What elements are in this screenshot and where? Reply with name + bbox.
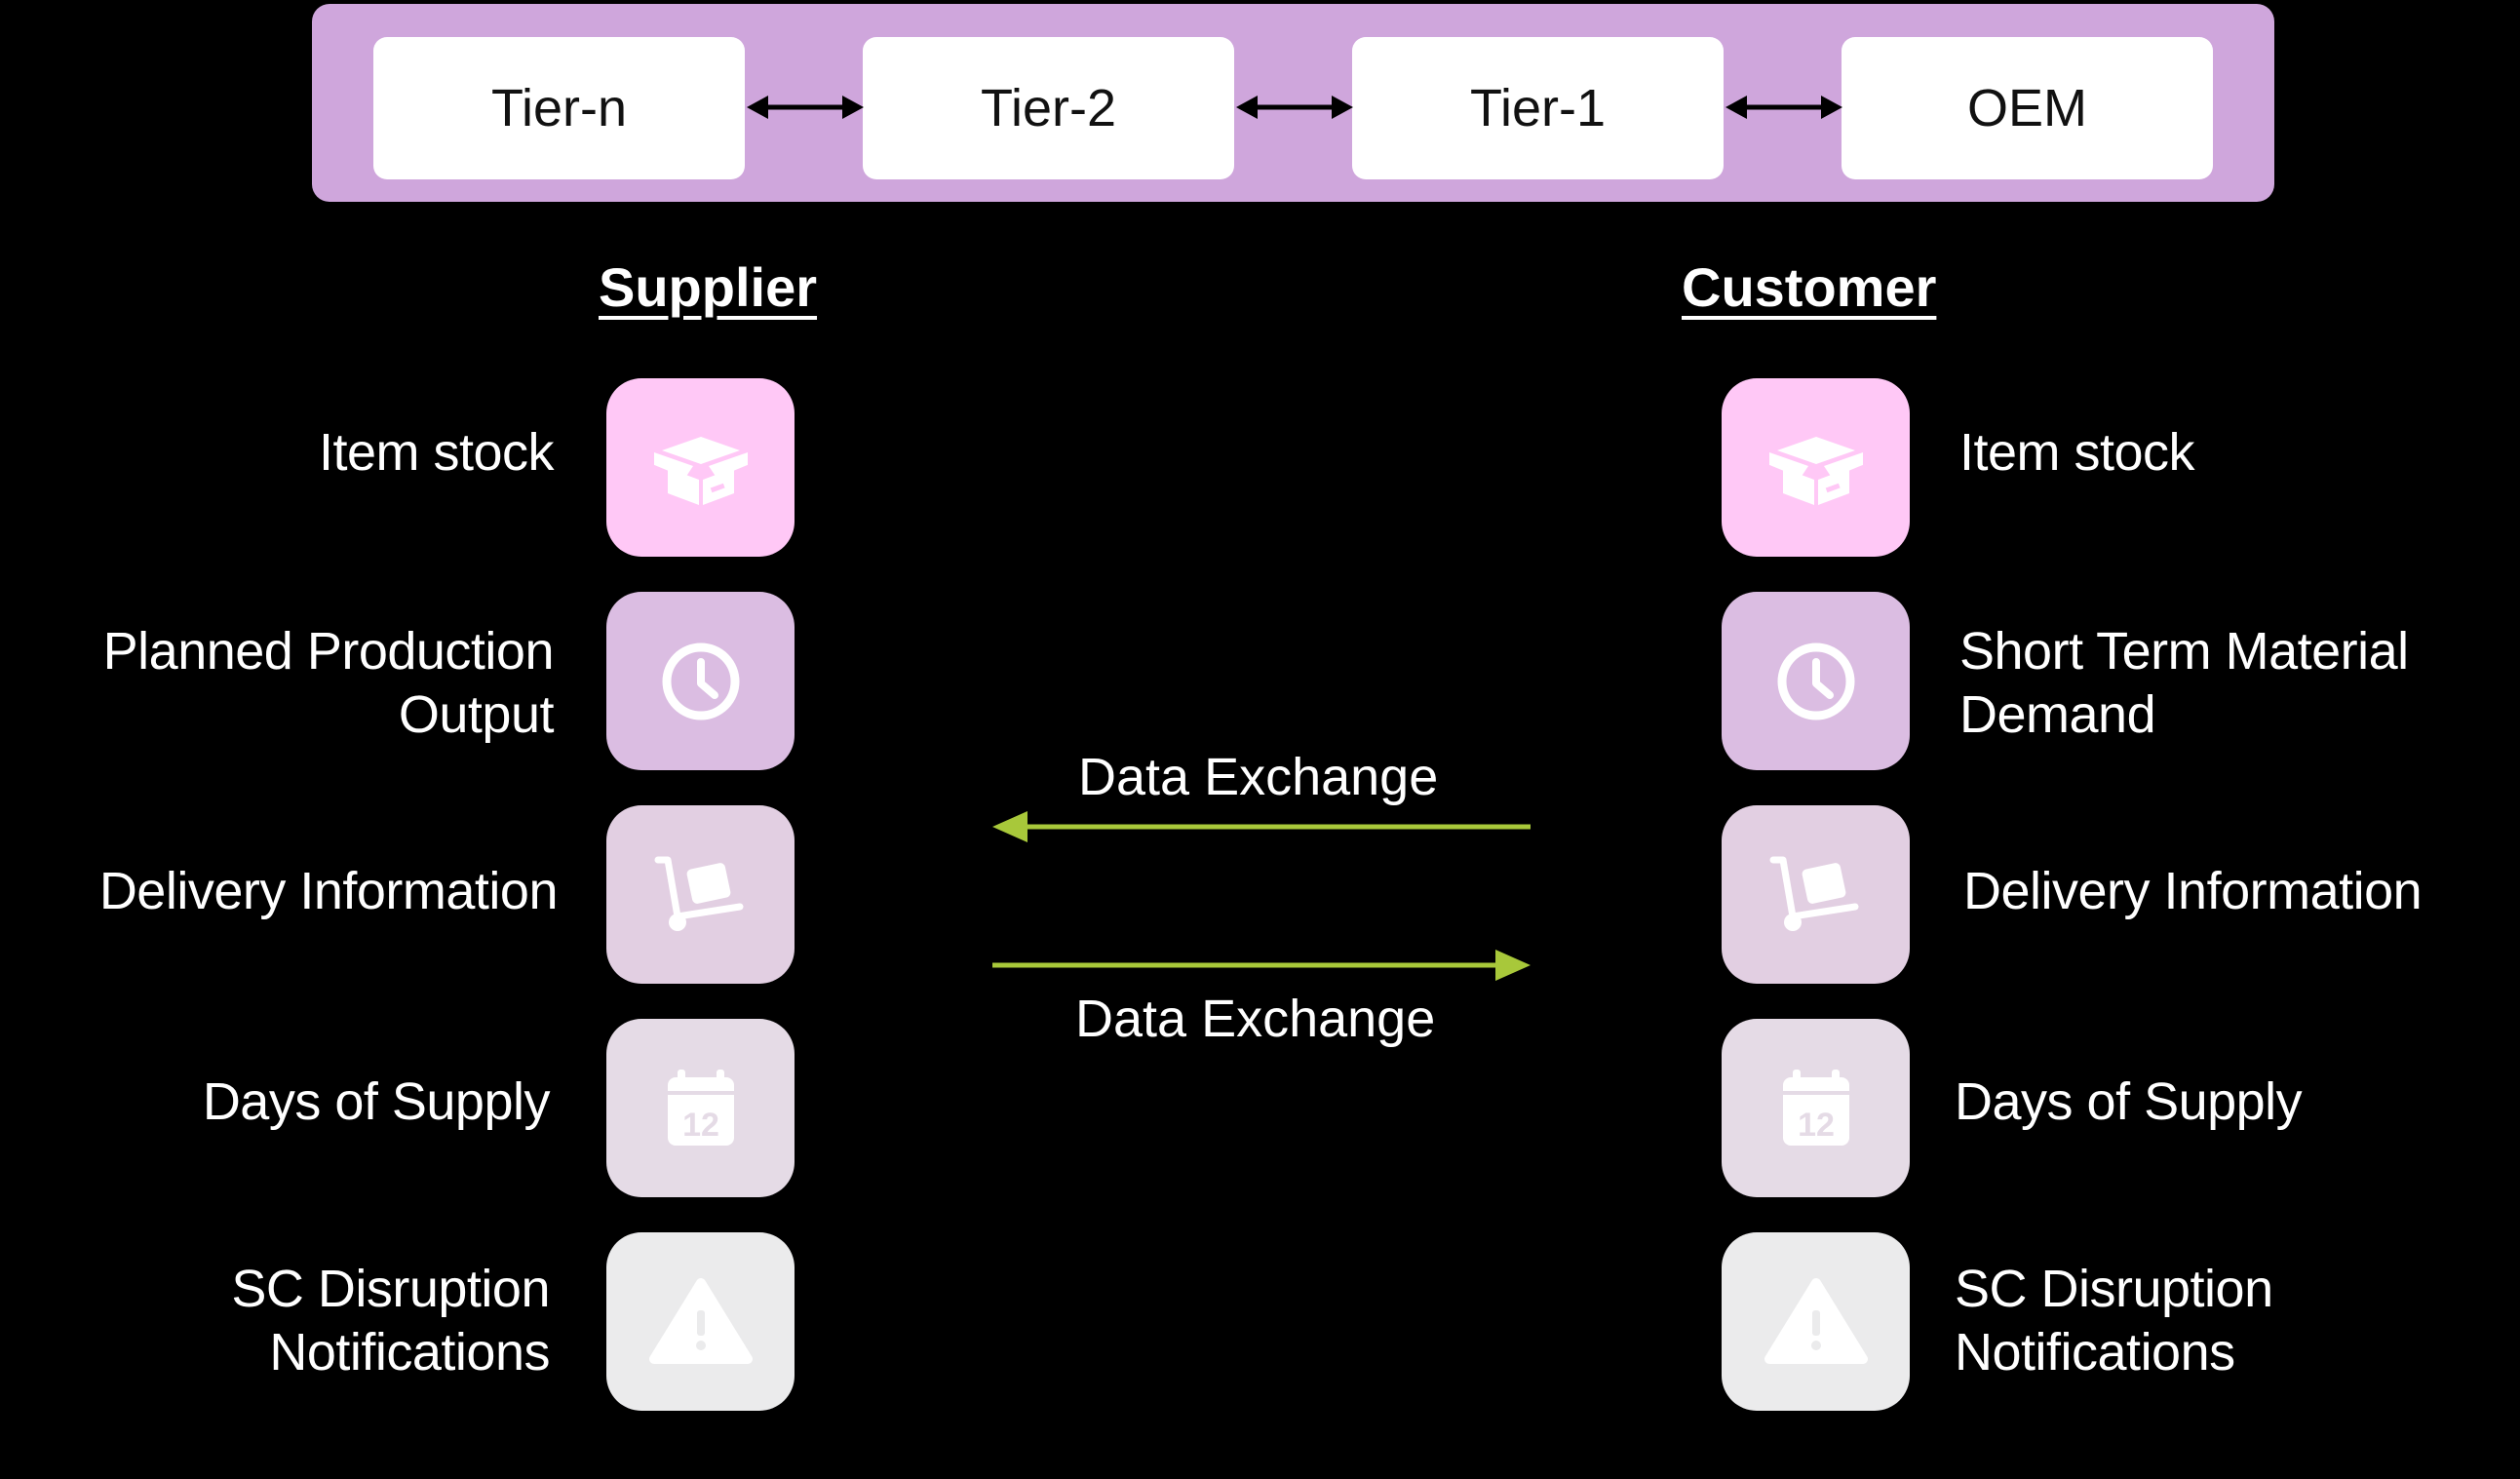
- data-exchange-label-top: Data Exchange: [1078, 748, 1439, 806]
- supplier-label-delivery-information: Delivery Information: [98, 862, 559, 920]
- bidirectional-arrow-icon: [1725, 96, 1842, 119]
- customer-label-sc-disruption: SC Disruption Notifications: [1955, 1260, 2273, 1382]
- customer-tile-short-term-demand: [1722, 592, 1910, 770]
- customer-label-days-of-supply: Days of Supply: [1955, 1072, 2303, 1131]
- customer-tile-delivery-information: [1722, 805, 1910, 984]
- hand-truck-icon: [1769, 856, 1858, 931]
- bidirectional-arrow-icon: [747, 96, 864, 119]
- supplier-tile-days-of-supply: 12: [606, 1019, 795, 1197]
- left-arrow-icon: [992, 811, 1531, 842]
- tier-chain-bar: Tier-n Tier-2 Tier-1 OEM: [312, 4, 2274, 202]
- customer-tile-sc-disruption: [1722, 1232, 1910, 1411]
- customer-label-item-stock: Item stock: [1959, 423, 2195, 482]
- svg-text:12: 12: [1798, 1107, 1835, 1144]
- calendar-icon: 12: [1782, 1069, 1849, 1146]
- customer-title: Customer: [1682, 256, 1937, 318]
- supplier-label-planned-production: Planned Production Output: [102, 622, 555, 744]
- supplier-tile-item-stock: [606, 378, 795, 557]
- customer-label-short-term-demand: Short Term Material Demand: [1959, 622, 2409, 744]
- supplier-label-item-stock: Item stock: [318, 423, 555, 482]
- calendar-icon: 12: [667, 1069, 734, 1146]
- clock-icon: [1777, 642, 1854, 720]
- svg-text:12: 12: [682, 1107, 719, 1144]
- tier-box-tier-n: Tier-n: [373, 37, 745, 179]
- data-exchange-label-bottom: Data Exchange: [1075, 990, 1436, 1048]
- box-icon: [1768, 436, 1863, 505]
- right-arrow-icon: [992, 950, 1531, 981]
- clock-icon: [662, 642, 739, 720]
- supplier-tile-sc-disruption: [606, 1232, 795, 1411]
- supplier-label-sc-disruption: SC Disruption Notifications: [231, 1260, 550, 1382]
- hand-truck-icon: [654, 856, 743, 931]
- tier-box-tier-2: Tier-2: [863, 37, 1234, 179]
- supplier-title: Supplier: [599, 256, 818, 318]
- warning-icon: [648, 1277, 753, 1364]
- supplier-tile-planned-production: [606, 592, 795, 770]
- customer-tile-days-of-supply: 12: [1722, 1019, 1910, 1197]
- supplier-label-days-of-supply: Days of Supply: [202, 1072, 551, 1131]
- warning-icon: [1764, 1277, 1868, 1364]
- bidirectional-arrow-icon: [1236, 96, 1353, 119]
- customer-label-delivery-information: Delivery Information: [1963, 862, 2423, 920]
- supplier-tile-delivery-information: [606, 805, 795, 984]
- box-icon: [653, 436, 748, 505]
- customer-tile-item-stock: [1722, 378, 1910, 557]
- tier-box-tier-1: Tier-1: [1352, 37, 1724, 179]
- tier-box-oem: OEM: [1842, 37, 2213, 179]
